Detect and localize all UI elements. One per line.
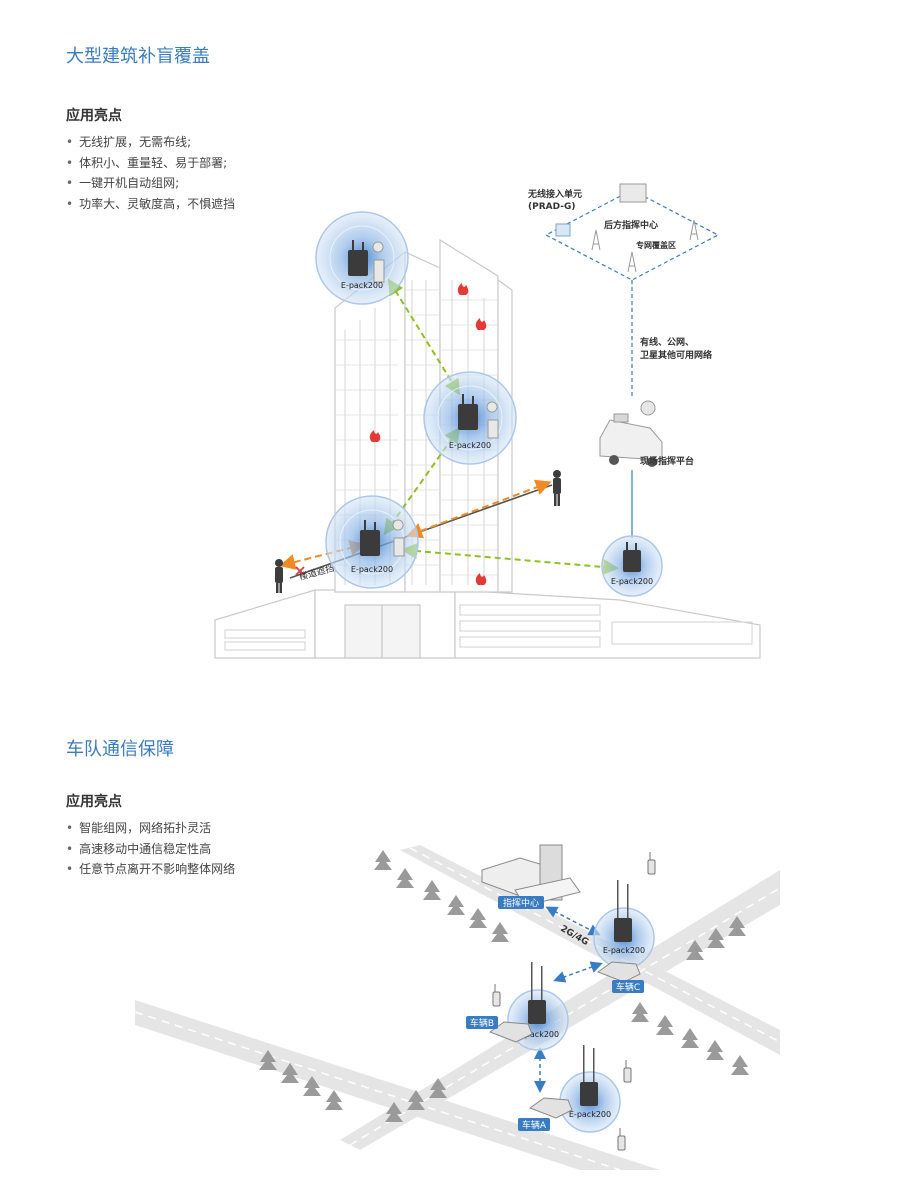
tower-icon [591, 219, 699, 273]
road-network [134, 845, 781, 1170]
highlight-item: 功率大、灵敏度高，不惧遮挡 [66, 194, 235, 215]
vehicle-a-tag [518, 1118, 550, 1131]
network-label-line1: 有线、公网、 [640, 336, 694, 348]
section1-highlights-list: 无线扩展，无需布线; 体积小、重量轻、易于部署; 一键开机自动组网; 功率大、灵… [66, 132, 235, 214]
section1-title: 大型建筑补盲覆盖 [66, 46, 210, 67]
device-label: E-pack200 [351, 565, 393, 574]
tree-icon [259, 850, 749, 1122]
network-label-line2: 卫星其他可用网络 [640, 349, 712, 361]
e-pack200-node-middle: E-pack200 [423, 371, 517, 465]
person-icon [553, 470, 561, 506]
link-b-c [553, 961, 603, 983]
command-center-tag [498, 896, 544, 909]
radio-device-icon [360, 530, 380, 556]
radio-device-icon [348, 250, 368, 276]
command-center-label: 指挥中心 [503, 897, 539, 909]
e-pack200-node-bottom: E-pack200 [325, 495, 419, 589]
firefighter-icon [486, 401, 499, 439]
e-pack200-node-a: E-pack200 [559, 1045, 621, 1133]
access-unit-model: (PRAD-G) [528, 202, 575, 212]
e-pack200-node-c: E-pack200 [593, 880, 655, 969]
radio-device-icon [458, 404, 478, 430]
section1-highlights-title: 应用亮点 [66, 108, 122, 124]
vehicle-c-label: 车辆C [616, 981, 640, 993]
section2-highlights-title: 应用亮点 [66, 794, 122, 810]
device-label: E-pack200 [569, 1110, 611, 1119]
vehicle-c-tag [612, 980, 644, 993]
section2-highlights-list: 智能组网，网络拓扑灵活 高速移动中通信稳定性高 任意节点离开不影响整体网络 [66, 818, 235, 880]
firefighter-icon [392, 519, 405, 557]
backend-network-diamond [544, 183, 720, 281]
backend-command-label: 后方指挥中心 [604, 219, 658, 231]
device-label: E-pack200 [517, 1030, 559, 1039]
radio-device-icon [623, 550, 641, 572]
coverage-area-label: 专网覆盖区 [636, 240, 676, 250]
convoy-communication-diagram: 指挥中心 2G/4G E-pack200 车辆C E-pack200 车辆B E… [134, 844, 781, 1170]
device-label: E-pack200 [611, 577, 653, 586]
e-pack200-node-field: E-pack200 [601, 535, 663, 597]
highlight-item: 一键开机自动组网; [66, 173, 235, 194]
section2-title: 车队通信保障 [66, 739, 174, 760]
field-command-label: 现场指挥平台 [640, 455, 694, 467]
access-unit-label: 无线接入单元 [527, 188, 582, 200]
device-label: E-pack200 [603, 946, 645, 955]
highlight-item: 体积小、重量轻、易于部署; [66, 153, 235, 174]
device-label: E-pack200 [341, 281, 383, 290]
radio-device-icon [580, 1082, 598, 1106]
stair-block-label: 楼道遮挡 [298, 562, 336, 583]
radio-device-icon [528, 1000, 546, 1024]
fire-icon [369, 283, 487, 585]
handheld-radio-icon [492, 852, 656, 1151]
device-label: E-pack200 [449, 441, 491, 450]
vehicle-b-icon [488, 1021, 533, 1043]
e-pack200-node-top: E-pack200 [315, 211, 409, 305]
blocked-x-icon [295, 566, 305, 576]
radio-device-icon [614, 918, 632, 942]
vehicle-b-label: 车辆B [470, 1017, 494, 1029]
building-podium [214, 589, 761, 659]
highlight-item: 任意节点离开不影响整体网络 [66, 859, 235, 880]
highlight-item: 高速移动中通信稳定性高 [66, 839, 235, 860]
firefighter-icon [372, 241, 385, 283]
vehicle-a-label: 车辆A [522, 1119, 547, 1131]
vehicle-b-tag [466, 1016, 498, 1029]
highlight-item: 智能组网，网络拓扑灵活 [66, 818, 235, 839]
vehicle-a-icon [528, 1097, 573, 1119]
link-4g [545, 906, 601, 936]
command-center-building-icon [619, 183, 647, 203]
highlight-item: 无线扩展，无需布线; [66, 132, 235, 153]
access-unit-icon [555, 223, 571, 237]
building-coverage-diagram: 楼道遮挡 E-pack200 E-pack200 E-pack200 E-pac… [214, 183, 761, 659]
command-vehicle-icon [599, 400, 663, 467]
person-icon [275, 559, 283, 593]
